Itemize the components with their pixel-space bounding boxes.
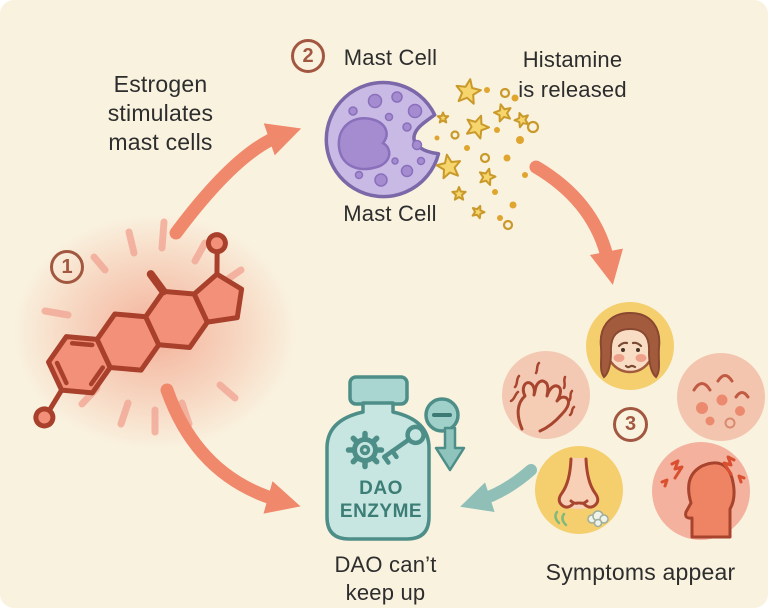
step-2-badge: 2 — [291, 39, 325, 73]
mast-cell-icon — [324, 80, 441, 199]
mast-cell-bottom-label: Mast Cell — [343, 201, 437, 226]
key-icon — [382, 424, 426, 465]
step-1-badge: 1 — [50, 250, 84, 284]
histamine-stars-icon — [433, 75, 540, 231]
estrogen-molecule-icon — [33, 232, 245, 429]
flushed-face-icon — [599, 311, 661, 379]
histamine-label: Histamine is released — [518, 47, 627, 102]
sneezing-nose-icon — [554, 457, 609, 528]
arrow-estrogen-to-mastcell — [169, 123, 302, 240]
step-1-label: Estrogen stimulates mast cells — [107, 71, 214, 155]
symptoms-label: Symptoms appear — [545, 559, 736, 585]
dao-bottle-icon — [325, 375, 431, 541]
minus-icon — [424, 397, 460, 433]
arrow-mastcell-to-symptoms — [529, 160, 624, 285]
down-arrow-icon — [434, 426, 466, 472]
dao-bottle-label: DAO ENZYME — [339, 478, 423, 522]
skin-rash-icon — [692, 374, 750, 429]
dao-caption: DAO can’t keep up — [334, 552, 437, 605]
arrow-symptoms-to-dao — [460, 464, 537, 513]
gear-icon — [345, 430, 385, 470]
itching-hand-icon — [509, 361, 576, 433]
step-3-badge: 3 — [613, 407, 648, 442]
mast-cell-top-label: Mast Cell — [343, 45, 438, 70]
arrow-estrogen-to-dao — [160, 383, 301, 514]
headache-head-icon — [660, 455, 746, 539]
